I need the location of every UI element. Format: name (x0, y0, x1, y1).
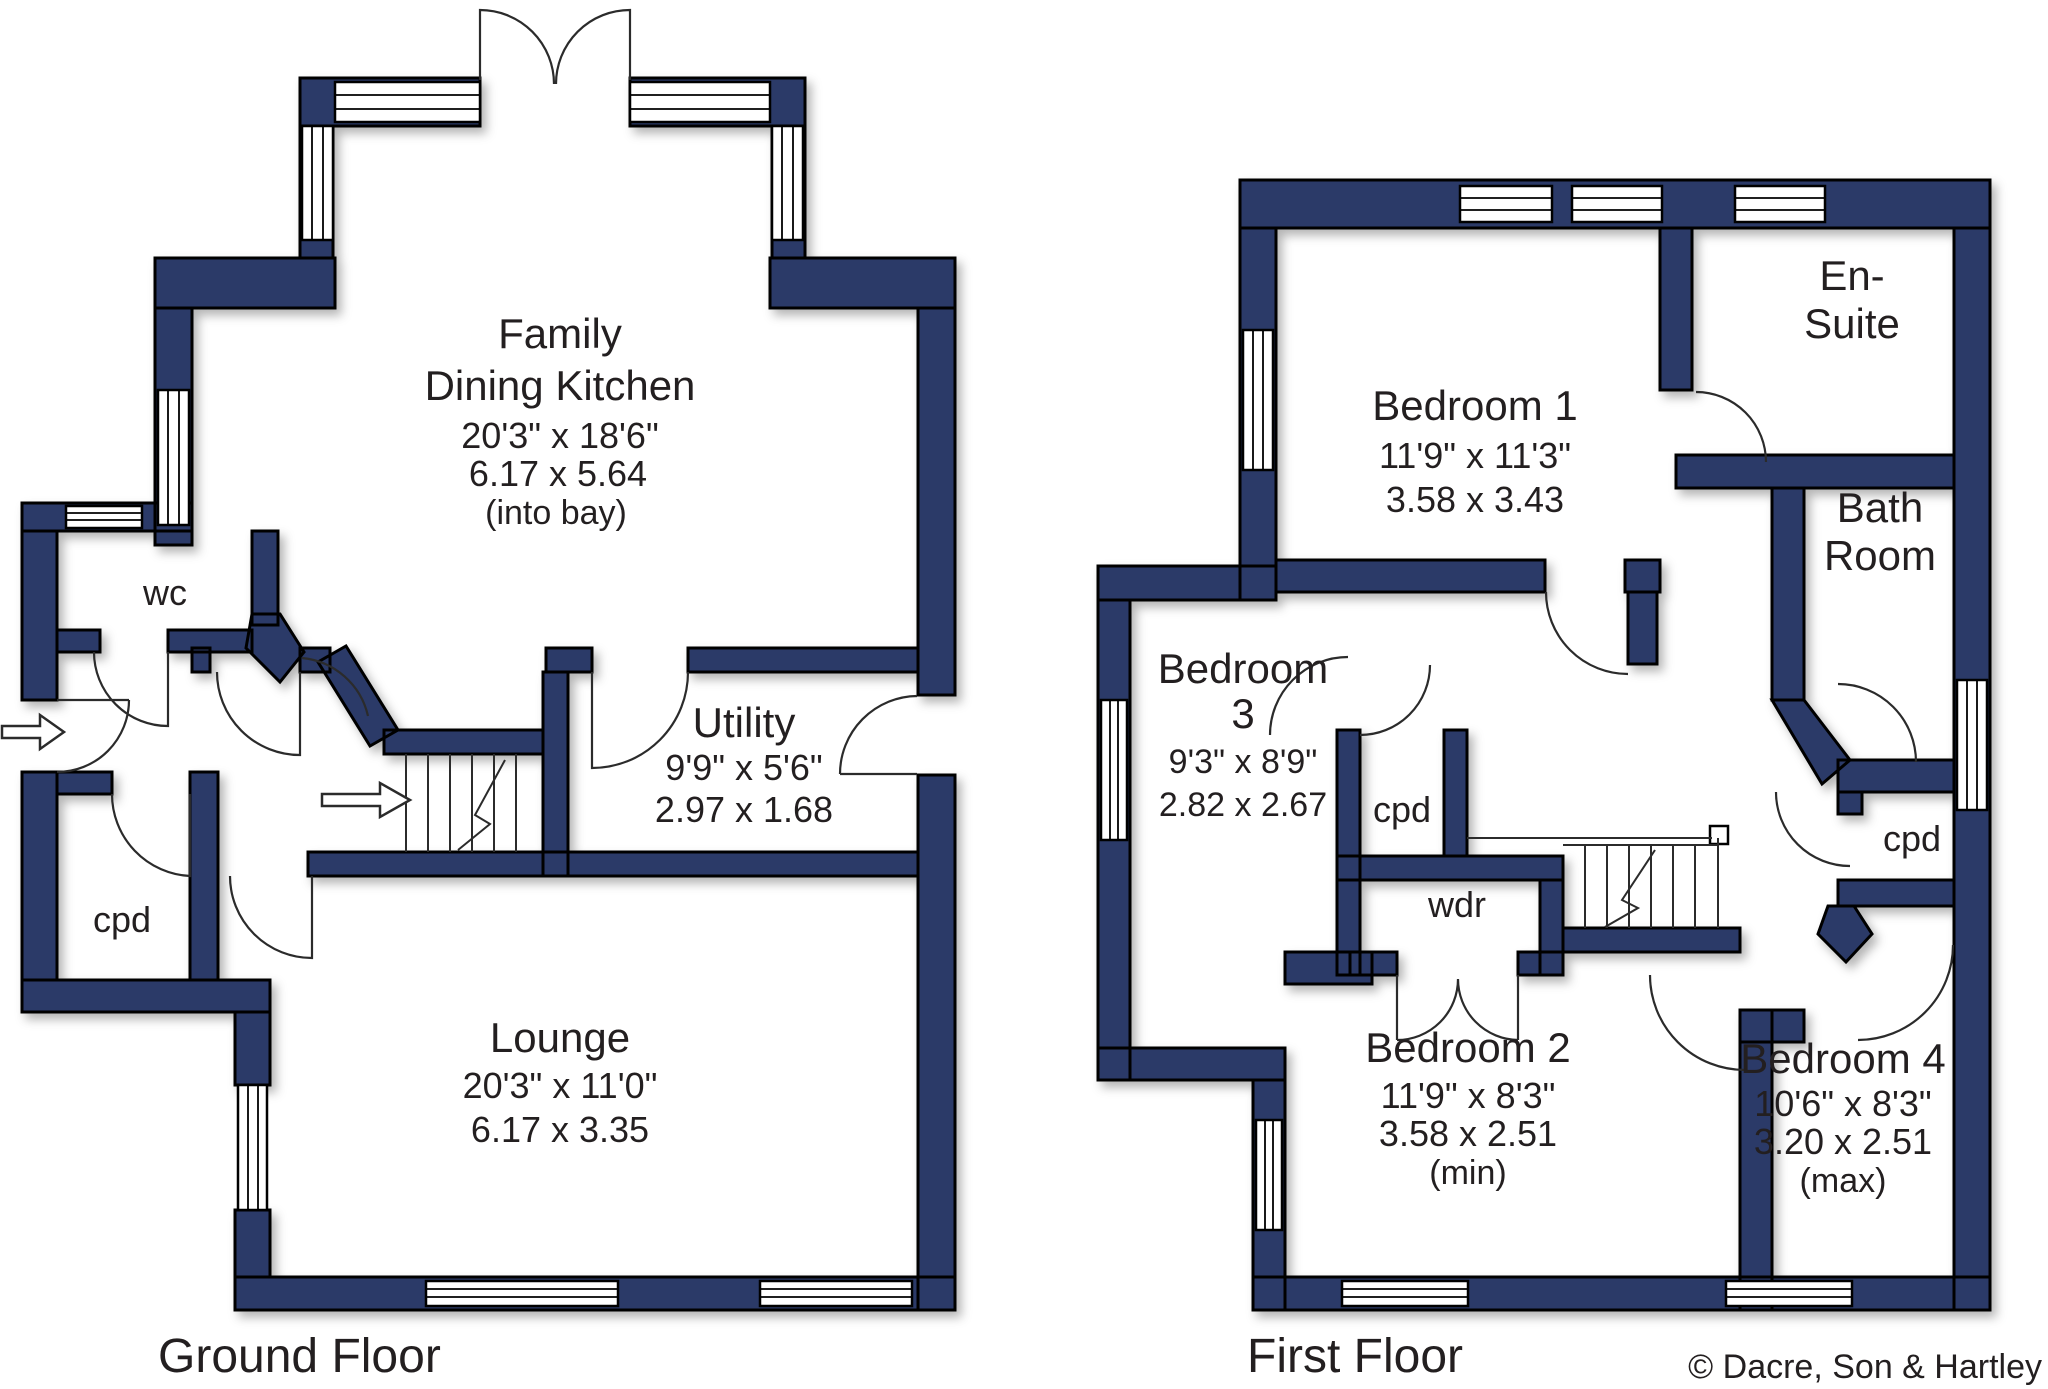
room-label-wdr: wdr (1427, 884, 1486, 925)
room-label-ensuite-2: Suite (1804, 300, 1900, 347)
room-dims-bedroom1-imperial: 11'9" x 11'3" (1379, 435, 1571, 476)
room-dims-bedroom2-metric: 3.58 x 2.51 (1379, 1113, 1557, 1154)
room-dims-bedroom1-metric: 3.58 x 3.43 (1386, 479, 1564, 520)
ground-floor-windows (64, 80, 914, 1308)
room-dims-bedroom4-imperial: 10'6" x 8'3" (1754, 1083, 1931, 1124)
first-floor-walls (1096, 178, 1992, 1312)
ground-floor-door-arcs (56, 8, 918, 960)
room-label-wc: wc (142, 572, 187, 613)
first-floor-door-arcs (1268, 390, 1955, 1072)
room-label-bedroom4: Bedroom 4 (1740, 1035, 1945, 1082)
room-dims-bedroom4-metric: 3.20 x 2.51 (1754, 1121, 1932, 1162)
floor-title-ground: Ground Floor (158, 1330, 441, 1383)
room-label-bedroom3-1: Bedroom (1158, 645, 1328, 692)
room-label-ensuite-1: En- (1819, 252, 1884, 299)
room-dims-lounge-imperial: 20'3" x 11'0" (463, 1065, 658, 1106)
room-dims-utility-metric: 2.97 x 1.68 (655, 789, 833, 830)
room-note-bedroom4: (max) (1800, 1162, 1887, 1200)
ground-floor-walls (20, 76, 957, 1312)
floor-title-first: First Floor (1247, 1330, 1463, 1383)
room-dims-bedroom3-imperial: 9'3" x 8'9" (1169, 743, 1318, 781)
ground-floor-window-panes (66, 94, 912, 1298)
copyright-text: © Dacre, Son & Hartley (1688, 1348, 2042, 1386)
ground-floor-direction-arrows (0, 712, 413, 820)
room-dims-lounge-metric: 6.17 x 3.35 (471, 1109, 649, 1150)
room-note-bedroom2: (min) (1429, 1154, 1506, 1192)
room-note-kitchen: (into bay) (485, 494, 627, 532)
room-label-bedroom2: Bedroom 2 (1365, 1024, 1570, 1071)
room-dims-utility-imperial: 9'9" x 5'6" (665, 747, 822, 788)
ground-floor-stairs (405, 754, 517, 852)
room-dims-bedroom2-imperial: 11'9" x 8'3" (1381, 1075, 1556, 1116)
room-label-cpd-ground: cpd (93, 899, 151, 940)
room-label-kitchen-2: Dining Kitchen (425, 362, 696, 409)
room-label-bedroom1: Bedroom 1 (1372, 382, 1577, 429)
first-floor-stairs (1467, 837, 1719, 928)
first-floor-window-panes (1109, 197, 1978, 1298)
room-label-bedroom3-2: 3 (1231, 690, 1254, 737)
room-label-bathroom-2: Room (1824, 532, 1936, 579)
room-label-lounge: Lounge (490, 1014, 630, 1061)
room-dims-kitchen-metric: 6.17 x 5.64 (469, 453, 647, 494)
room-label-utility: Utility (693, 699, 796, 746)
ground-floor-plan: Family Dining Kitchen 20'3" x 18'6" 6.17… (0, 8, 957, 1383)
room-dims-bedroom3-metric: 2.82 x 2.67 (1159, 786, 1327, 824)
first-floor-plan: Bedroom 1 11'9" x 11'3" 3.58 x 3.43 En- … (1096, 178, 1992, 1383)
room-label-cpd-right: cpd (1883, 818, 1941, 859)
room-label-kitchen-1: Family (498, 310, 622, 357)
first-floor-windows (1099, 184, 1989, 1308)
room-label-cpd-landing: cpd (1373, 789, 1431, 830)
room-label-bathroom-1: Bath (1837, 484, 1923, 531)
room-dims-kitchen-imperial: 20'3" x 18'6" (461, 415, 658, 456)
